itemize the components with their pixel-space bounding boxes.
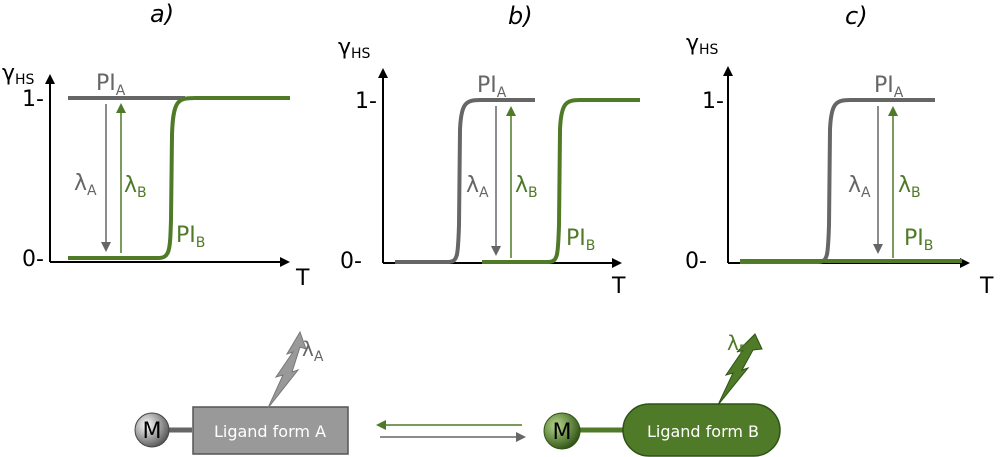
x-axis-label: T [611, 274, 626, 299]
tick-zero: 0- [685, 249, 707, 274]
light-a-label: λA [302, 337, 324, 365]
label-lambda-b: λB [898, 173, 921, 201]
y-axis-label: γHS [2, 61, 35, 88]
metal-a [134, 412, 170, 448]
label-lambda-b: λB [515, 173, 538, 201]
tick-one: 1- [702, 89, 724, 114]
lightning-b-icon [717, 333, 763, 406]
label-pi-b: PIB [566, 226, 595, 254]
label-pi-a: PIA [477, 73, 507, 101]
label-pi-b: PIB [176, 223, 205, 251]
tick-zero: 0- [22, 247, 44, 272]
panel-b: b) γHS T 1- 0- PIA λA λB PIB [338, 2, 640, 299]
panel-label: a) [150, 0, 174, 28]
label-pi-a: PIA [874, 73, 904, 101]
curve-pi-b [482, 98, 640, 264]
label-lambda-a: λA [848, 173, 871, 201]
panel-c: c) γHS T 1- 0- PIA λA λB PIB [685, 2, 994, 299]
label-pi-a: PIA [96, 71, 126, 99]
panel-label: b) [508, 2, 533, 30]
curve-pi-b [68, 96, 290, 260]
ligand-b-label: Ligand form B [647, 422, 759, 441]
lightning-a-icon [267, 330, 307, 409]
x-axis-label: T [295, 266, 310, 291]
metal-a-label: M [143, 419, 162, 444]
metal-b-label: M [553, 420, 572, 445]
metal-b [543, 412, 581, 450]
label-lambda-b: λB [124, 173, 147, 201]
tick-one: 1- [22, 87, 44, 112]
tick-zero: 0- [340, 249, 362, 274]
label-lambda-a: λA [74, 171, 97, 199]
label-lambda-a: λA [466, 173, 489, 201]
curve-pi-a [395, 98, 535, 264]
ligand-b-box [622, 403, 781, 457]
label-pi-b: PIB [904, 226, 933, 254]
y-axis-label: γHS [686, 31, 719, 58]
switching-scheme: M Ligand form A λA M Ligand form B λB [134, 330, 781, 457]
panel-label: c) [845, 2, 868, 30]
panel-a: a) γHS T 1- 0- PIA λA λB PIB [2, 0, 310, 291]
ligand-a-box [192, 406, 349, 455]
ligand-a-label: Ligand form A [214, 422, 326, 441]
x-axis-label: T [979, 274, 994, 299]
light-b-label: λB [727, 331, 748, 359]
tick-one: 1- [355, 89, 377, 114]
y-axis-label: γHS [338, 35, 371, 62]
